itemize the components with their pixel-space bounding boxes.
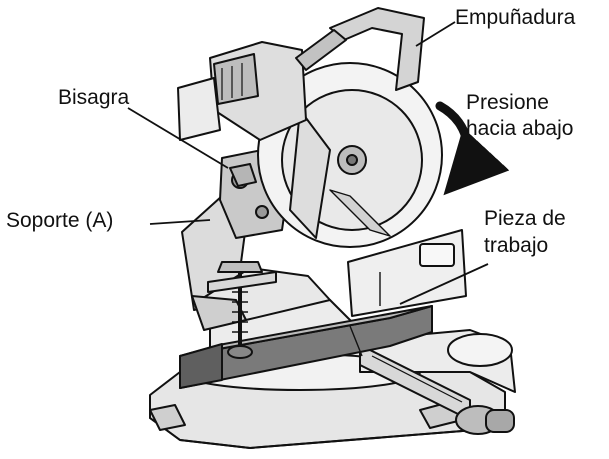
label-press-down-line1: Presione [466, 91, 549, 114]
workpiece [179, 305, 433, 389]
leader-line-handle [415, 21, 456, 47]
vertical-vise [207, 261, 277, 359]
leader-line-workpiece [399, 263, 489, 305]
leader-lines [127, 21, 489, 305]
label-support: Soporte (A) [6, 209, 114, 232]
curved-down-arrow-icon [435, 101, 510, 196]
label-press-down: Presione hacia abajo [466, 90, 573, 142]
label-workpiece: Pieza de trabajo [484, 205, 566, 259]
leader-line-hinge [127, 107, 229, 169]
label-handle: Empuñadura [455, 6, 576, 29]
label-workpiece-line2: trabajo [484, 234, 549, 257]
label-workpiece-line1: Pieza de [484, 207, 566, 230]
saw-handle [295, 7, 425, 91]
motor-housing [177, 41, 307, 141]
fence-right [347, 229, 467, 317]
base-slide-handle [359, 344, 515, 435]
leader-line-support [149, 219, 211, 225]
label-press-down-line2: hacia abajo [466, 117, 574, 140]
label-hinge: Bisagra [58, 86, 130, 109]
